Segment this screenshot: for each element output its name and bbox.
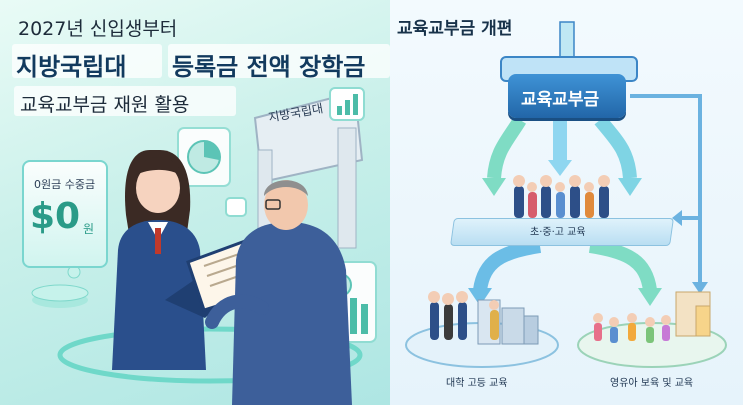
floating-bar-panel-top xyxy=(329,87,365,121)
headline-line-2a: 지방국립대 xyxy=(16,53,127,81)
tuition-card-unit: 원 xyxy=(83,222,95,236)
student-figure xyxy=(112,150,206,370)
headline-highlight-2 xyxy=(168,44,390,78)
official-figure xyxy=(205,180,352,405)
floating-pie-panel xyxy=(177,127,231,187)
headline-line-2b: 등록금 전액 장학금 xyxy=(172,53,366,81)
floor-ring xyxy=(57,326,363,384)
headline-highlight-1 xyxy=(12,44,162,78)
schools-to-university-arrow xyxy=(468,239,542,306)
school-label: 초·중·고 교육 xyxy=(530,227,586,238)
chat-bubble-icon xyxy=(225,197,247,217)
headline-highlight-3 xyxy=(14,86,236,116)
headline-line-1: 2027년 신입생부터 xyxy=(18,18,178,40)
direct-bypass-arrow xyxy=(630,94,708,294)
reform-title: 교육교부금 개편 xyxy=(397,19,513,39)
school-students-group xyxy=(513,175,610,218)
fund-to-schools-arrows xyxy=(482,115,642,196)
headline-line-3: 교육교부금 재원 활용 xyxy=(20,94,190,116)
university-platform xyxy=(405,291,559,368)
coin-stack xyxy=(31,265,89,308)
tuition-card-amount: $0 xyxy=(30,196,81,237)
childcare-label: 영유아 보육 및 교육 xyxy=(610,378,694,389)
fund-label: 교육교부금 xyxy=(521,90,600,110)
schools-to-childcare-arrow xyxy=(588,239,662,306)
fund-box xyxy=(508,74,626,118)
tuition-card xyxy=(22,160,108,268)
tuition-card-label: 0원금 수중금 xyxy=(34,178,96,191)
university-label: 대학 고등 교육 xyxy=(446,378,508,389)
childcare-platform xyxy=(577,291,727,368)
